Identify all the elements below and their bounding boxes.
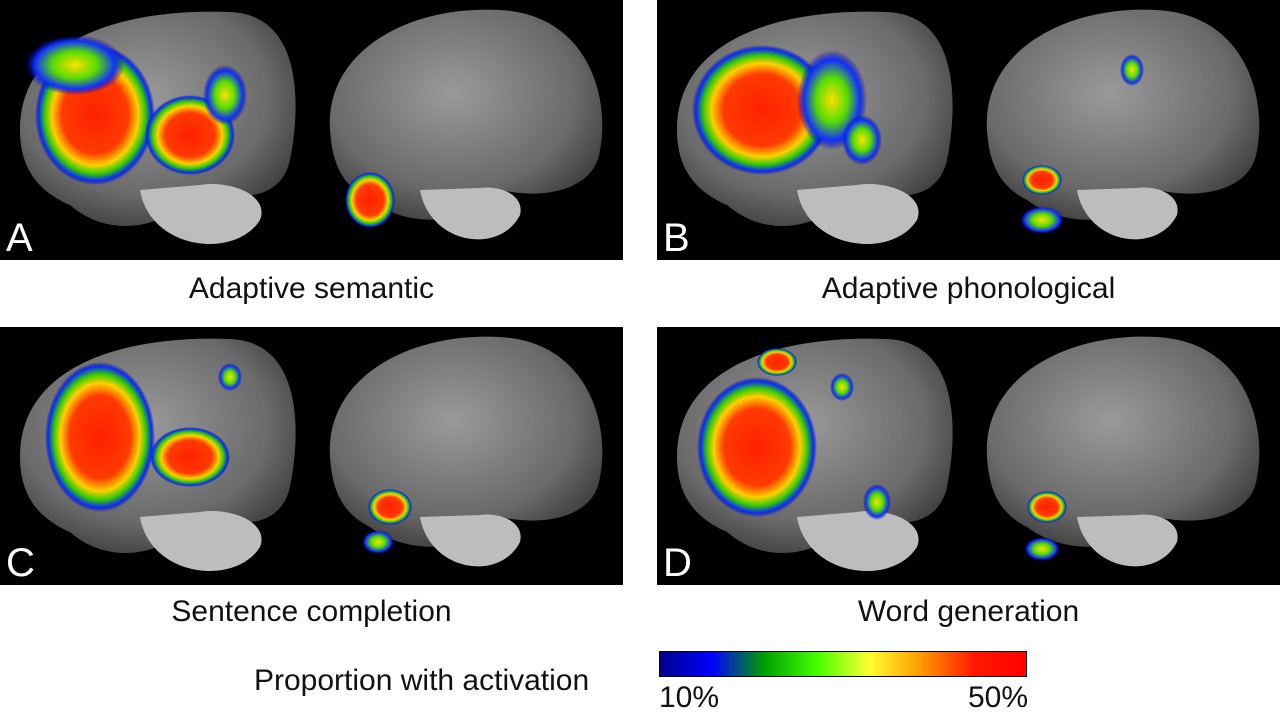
panel-a: A bbox=[0, 0, 623, 260]
panel-d: D bbox=[657, 327, 1280, 585]
panel-letter: B bbox=[663, 216, 690, 260]
panel-c: C bbox=[0, 327, 623, 585]
brain-render-b bbox=[677, 9, 1260, 244]
brain-render-d bbox=[677, 336, 1260, 571]
brain-render-c bbox=[20, 336, 603, 571]
colorbar-title: Proportion with activation bbox=[254, 664, 590, 697]
panel-letter: D bbox=[663, 541, 692, 585]
colorbar bbox=[659, 651, 1027, 677]
brain-render-a bbox=[20, 9, 603, 244]
panel-caption: Word generation bbox=[857, 595, 1080, 628]
colorbar-min-label: 10% bbox=[659, 681, 720, 714]
panel-caption: Adaptive phonological bbox=[821, 272, 1116, 305]
panel-caption: Adaptive semantic bbox=[188, 272, 435, 305]
panel-letter: C bbox=[6, 541, 35, 585]
colorbar-max-label: 50% bbox=[968, 681, 1029, 714]
panel-caption: Sentence completion bbox=[171, 595, 452, 628]
panel-b: B bbox=[657, 0, 1280, 260]
panel-letter: A bbox=[6, 216, 33, 260]
